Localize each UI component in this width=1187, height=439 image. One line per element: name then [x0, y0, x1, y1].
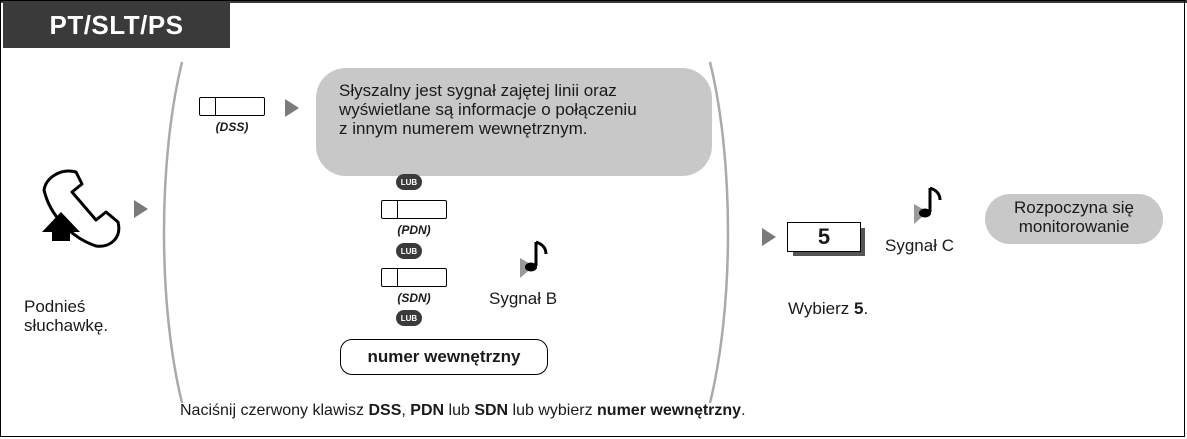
- dss-label: (DSS): [215, 120, 249, 134]
- footer-sep: lub: [444, 402, 475, 419]
- pdn-label: (PDN): [397, 223, 431, 237]
- bubble-line2: wyświetlane są informacje o połączeniu: [339, 100, 637, 119]
- footer-instruction: Naciśnij czerwony klawisz DSS, PDN lub S…: [180, 402, 746, 420]
- footer-sep: lub wybierz: [508, 402, 598, 419]
- arrow-1: [134, 200, 148, 218]
- monitoring-bubble: [985, 194, 1163, 244]
- tone-c-icon: [914, 186, 942, 224]
- page-title: PT/SLT/PS: [3, 3, 230, 48]
- footer-dss: DSS: [368, 402, 402, 419]
- step3-label-key: 5: [853, 299, 864, 318]
- step1-label-line1: Podnieś: [24, 297, 86, 316]
- sdn-key[interactable]: [381, 268, 447, 287]
- busy-info-text: Słyszalny jest sygnał zajętej linii oraz…: [339, 81, 637, 138]
- footer-pdn: PDN: [410, 402, 445, 419]
- arrow-dss: [285, 99, 299, 117]
- bubble-line3: z innym numerem wewnętrznym.: [339, 119, 588, 138]
- or-badge: LUB: [396, 243, 422, 259]
- dial-5-key[interactable]: 5: [787, 222, 865, 256]
- monitoring-text: Rozpoczyna się monitorowanie: [985, 198, 1163, 236]
- extension-number-box[interactable]: numer wewnętrzny: [340, 339, 548, 375]
- bubble-line1: Słyszalny jest sygnał zajętej linii oraz: [339, 81, 617, 100]
- tone-b-label: Sygnał B: [489, 289, 558, 308]
- handset-off-hook-icon: [42, 169, 121, 248]
- or-badge: LUB: [396, 174, 422, 190]
- step1-label: Podnieś słuchawkę.: [24, 297, 108, 335]
- pdn-key[interactable]: [381, 200, 447, 219]
- footer-text: Naciśnij czerwony klawisz: [180, 402, 369, 419]
- step3-label-prefix: Wybierz: [788, 299, 854, 318]
- left-parenthesis: [162, 61, 184, 404]
- busy-info-bubble: [316, 68, 712, 176]
- monitoring-line2: monitorowanie: [1018, 217, 1130, 236]
- step3-label-suffix: .: [863, 299, 869, 318]
- step3-label: Wybierz 5.: [788, 299, 868, 318]
- footer-sep: ,: [401, 402, 411, 419]
- footer-sdn: SDN: [474, 402, 509, 419]
- footer-extension: numer wewnętrzny: [597, 402, 742, 419]
- sdn-label: (SDN): [397, 291, 431, 305]
- arrow-3: [762, 228, 776, 246]
- tone-c-label: Sygnał C: [885, 236, 954, 255]
- tone-b-icon: [520, 240, 548, 278]
- step1-label-line2: słuchawkę.: [24, 316, 109, 335]
- top-rule: [0, 0, 1187, 3]
- dss-key[interactable]: [199, 97, 265, 116]
- footer-end: .: [741, 402, 746, 419]
- right-parenthesis: [708, 61, 730, 404]
- monitoring-line1: Rozpoczyna się: [1013, 198, 1134, 217]
- or-badge: LUB: [396, 310, 422, 326]
